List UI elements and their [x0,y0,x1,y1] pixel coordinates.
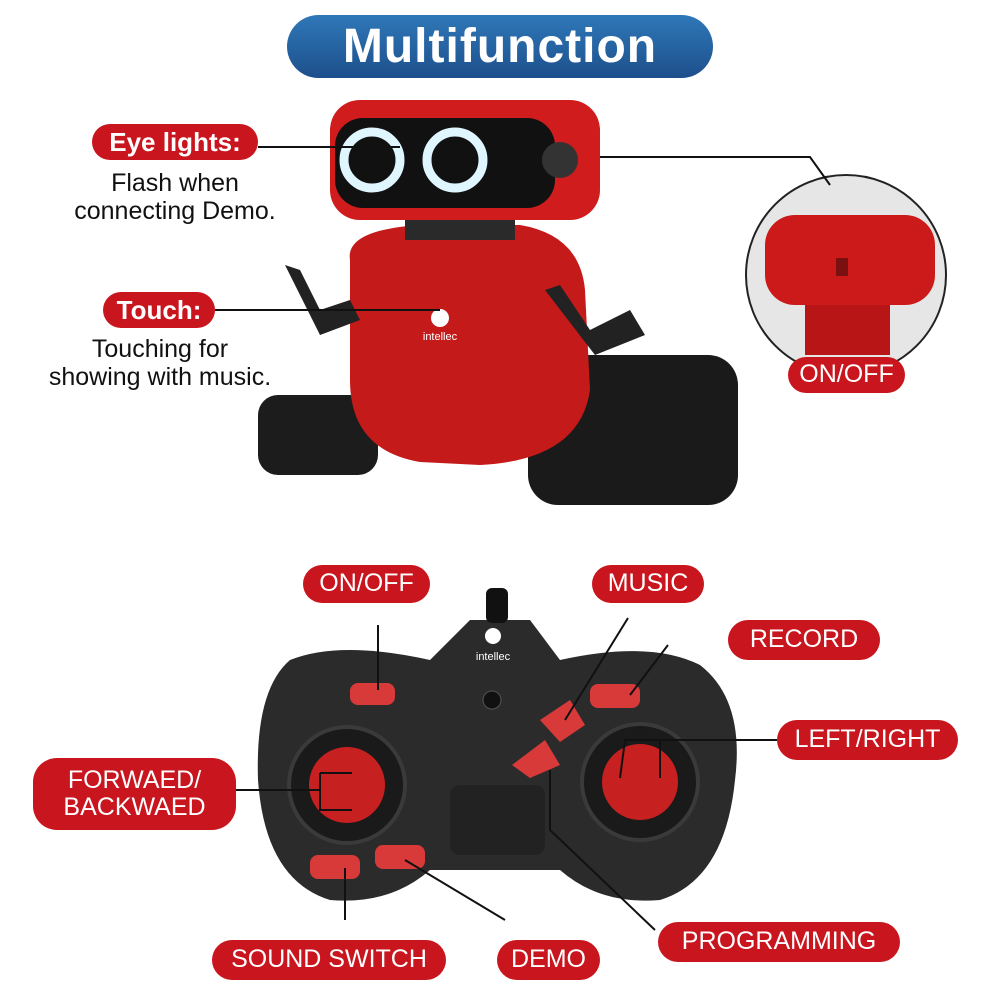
touch-description: Touching for showing with music. [20,335,300,391]
on-off-inset [745,174,947,376]
page-title: Multifunction [287,15,713,78]
forward-label-line1: FORWAED/ [67,765,202,794]
touch-desc-line1: Touching for [91,335,229,363]
touch-desc-line2: showing with music. [48,362,272,391]
sound-switch-label: SOUND SWITCH [212,940,446,980]
forward-label-line2: BACKWAED [63,793,206,821]
forward-backward-label: FORWAED/ BACKWAED [33,758,236,830]
record-label: RECORD [728,620,880,660]
demo-label: DEMO [497,940,600,980]
music-label: MUSIC [592,565,704,603]
robot-image: intellec [258,100,738,505]
robot-brand: intellec [423,331,458,343]
eye-lights-desc-line1: Flash when [111,169,239,197]
left-right-label: LEFT/RIGHT [777,720,958,760]
programming-label: PROGRAMMING [658,922,900,962]
eye-lights-desc-line2: connecting Demo. [74,196,276,225]
eye-lights-label: Eye lights: [92,124,258,160]
controller-brand: intellec [476,651,511,663]
touch-label: Touch: [103,292,215,328]
eye-lights-description: Flash when connecting Demo. [40,169,310,225]
remote-controller-image: intellec [257,588,737,901]
controller-on-off-label: ON/OFF [303,565,430,603]
inset-on-off-label: ON/OFF [788,357,905,393]
